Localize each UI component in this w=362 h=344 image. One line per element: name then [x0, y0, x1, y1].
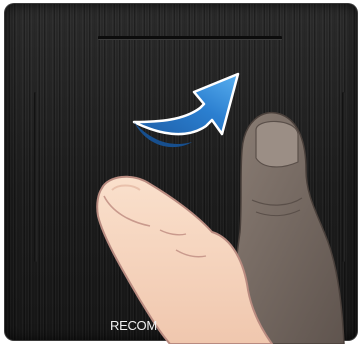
recommended-button-label: RECOM	[110, 318, 157, 333]
swipe-arrow-icon	[134, 74, 238, 147]
